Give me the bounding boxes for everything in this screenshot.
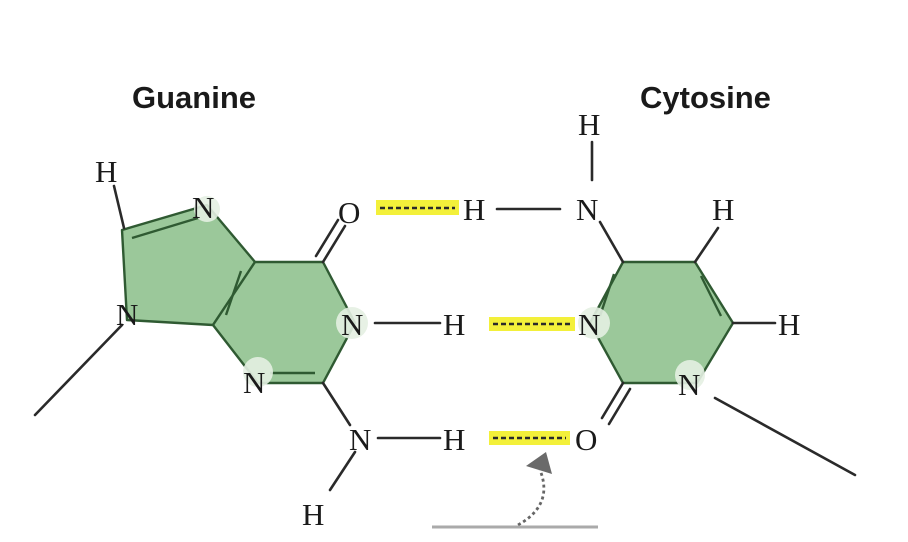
cytosine-n3-glow: [578, 307, 610, 339]
cytosine-atom-h5: H: [712, 192, 734, 227]
hbond-1-highlight: [376, 200, 459, 215]
guanine-n2-h2-bond: [328, 450, 357, 492]
guanine-atom-h2b: H: [302, 497, 324, 532]
pointer-arrow: [432, 452, 598, 529]
cytosine-molecule: H N H H H N N O: [463, 107, 857, 477]
guanine-atom-n9: N: [116, 297, 138, 332]
cytosine-atom-n3: N: [578, 307, 600, 342]
guanine-c6-o-bond-a: [321, 224, 347, 264]
cytosine-double-bond-c4n3: [598, 273, 616, 317]
guanine-atom-o6: O: [338, 195, 360, 230]
cytosine-atom-n1: N: [678, 367, 700, 402]
cytosine-atom-n4: N: [576, 192, 598, 227]
cytosine-atom-h6: H: [778, 307, 800, 342]
guanine-atom-n3: N: [243, 365, 265, 400]
cytosine-c2-o-bond-b: [607, 387, 632, 426]
cytosine-c2-o-bond-a: [600, 381, 625, 420]
cytosine-title: Cytosine: [640, 80, 771, 115]
guanine-n1-glow: [336, 307, 368, 339]
guanine-n9-sugar-bond: [33, 323, 124, 417]
pointer-arrow-curve: [517, 469, 546, 527]
cytosine-n1-glow: [675, 360, 705, 390]
hydrogen-bonds: [376, 200, 575, 445]
hbond-2-highlight: [489, 317, 575, 331]
cytosine-atom-o2: O: [575, 422, 597, 457]
guanine-atom-h1: H: [443, 307, 465, 342]
guanine-atom-h2a: H: [443, 422, 465, 457]
guanine-c8-h-bond: [112, 184, 126, 230]
guanine-atom-n2: N: [349, 422, 371, 457]
guanine-atom-n1: N: [341, 307, 363, 342]
cytosine-double-bond-c5c6: [699, 275, 723, 317]
cytosine-atom-h4a: H: [463, 192, 485, 227]
guanine-n7-glow: [194, 196, 220, 222]
guanine-atom-n7: N: [192, 190, 214, 225]
guanine-c6-o-bond-b: [314, 218, 340, 258]
guanine-double-bond-c8n7: [131, 216, 199, 240]
guanine-n3-glow: [243, 357, 273, 387]
guanine-double-bond-c4c5: [224, 270, 243, 316]
cytosine-n1-sugar-bond: [713, 396, 857, 477]
cytosine-c5-h-bond: [693, 226, 720, 264]
guanine-atom-h-top: H: [95, 154, 117, 189]
pointer-arrowhead: [526, 452, 552, 474]
guanine-c2-n2-bond: [321, 381, 352, 427]
guanine-molecule: H N N N O N H N H H: [33, 154, 465, 532]
cytosine-atom-h-top: H: [578, 107, 600, 142]
guanine-title: Guanine: [132, 80, 256, 115]
cytosine-n4-c4-bond: [598, 220, 625, 264]
